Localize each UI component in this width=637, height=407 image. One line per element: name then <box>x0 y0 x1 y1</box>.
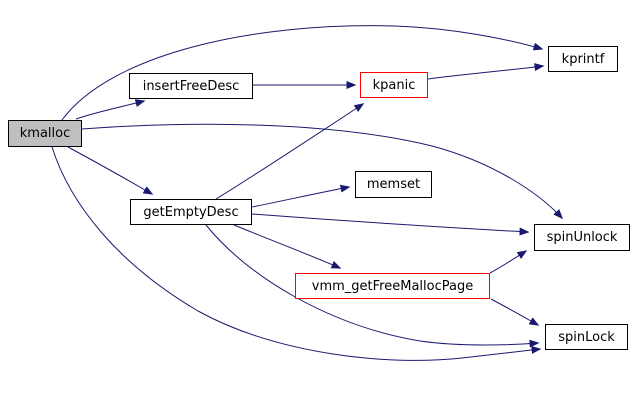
node-getEmptyDesc[interactable]: getEmptyDesc <box>130 199 252 225</box>
edge-getEmptyDesc-spinUnlock <box>251 213 530 236</box>
edge-kmalloc-getEmptyDesc <box>67 146 154 195</box>
edge-getEmptyDesc-kpanic <box>215 103 365 200</box>
node-insertFreeDesc[interactable]: insertFreeDesc <box>129 73 253 99</box>
edge-getEmptyDesc-memset <box>251 184 351 208</box>
node-spinUnlock[interactable]: spinUnlock <box>534 224 630 251</box>
node-memset[interactable]: memset <box>355 171 432 198</box>
node-kmalloc: kmalloc <box>8 120 82 147</box>
node-spinLock[interactable]: spinLock <box>545 324 628 350</box>
edge-kmalloc-insertFreeDesc <box>75 99 146 120</box>
edge-getEmptyDesc-spinLock <box>205 224 540 348</box>
node-kpanic[interactable]: kpanic <box>360 72 428 98</box>
edge-vmm-spinLock <box>490 298 540 326</box>
node-vmm-getFreeMallocPage[interactable]: vmm_getFreeMallocPage <box>295 273 490 299</box>
edge-kmalloc-kprintf <box>61 25 544 121</box>
edge-kmalloc-spinLock <box>51 146 542 361</box>
edge-kpanic-kprintf <box>427 63 545 80</box>
edge-getEmptyDesc-vmm <box>233 224 342 269</box>
edge-vmm-spinUnlock <box>489 250 528 274</box>
node-kprintf[interactable]: kprintf <box>548 46 618 72</box>
edge-kmalloc-spinUnlock <box>81 123 564 220</box>
